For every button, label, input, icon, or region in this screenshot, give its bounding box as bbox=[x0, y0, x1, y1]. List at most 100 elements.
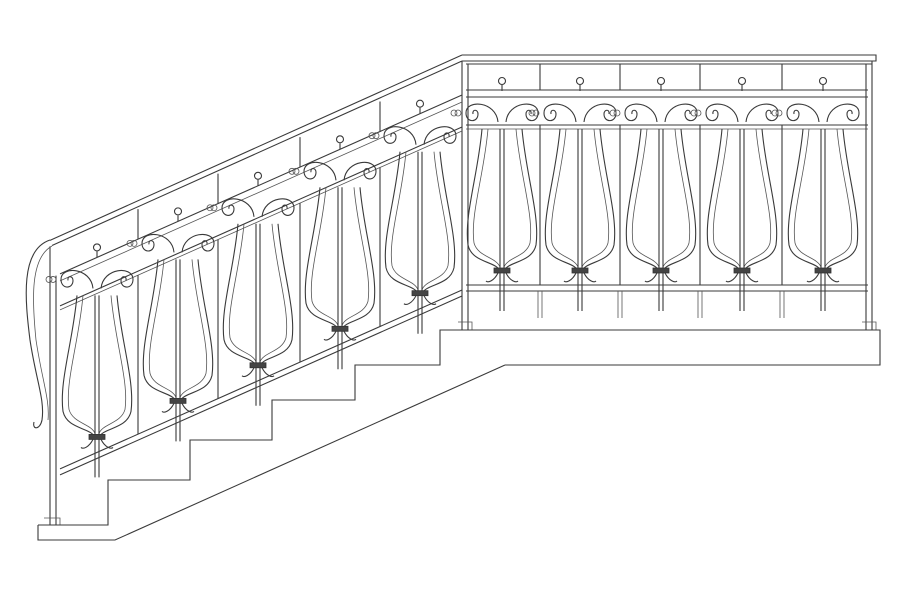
finial-ball bbox=[415, 99, 425, 108]
collar-leaves bbox=[563, 272, 597, 283]
scroll-bead bbox=[130, 239, 138, 247]
spindle-right-inner bbox=[179, 259, 208, 398]
spindle-left-inner bbox=[550, 128, 579, 268]
finial-ball bbox=[253, 171, 263, 180]
spindle-right-inner bbox=[341, 187, 370, 326]
center-bar bbox=[739, 129, 745, 311]
center-bar bbox=[417, 151, 423, 334]
spindle-right bbox=[179, 259, 214, 402]
collar-band bbox=[571, 267, 589, 274]
railing-ornaments bbox=[45, 76, 860, 478]
stair-handrail bbox=[49, 54, 463, 246]
scroll-bead bbox=[126, 239, 134, 247]
scroll-right bbox=[100, 269, 134, 289]
scroll-bead bbox=[372, 132, 380, 140]
handrail-volute-inner bbox=[33, 245, 53, 421]
collar-leaves bbox=[323, 331, 357, 341]
collar-band bbox=[88, 434, 106, 440]
spindle-right-inner bbox=[824, 128, 853, 268]
center-bar bbox=[820, 129, 826, 311]
scroll-left bbox=[221, 198, 255, 217]
collar-leaves bbox=[485, 272, 519, 283]
scroll-bead bbox=[368, 132, 376, 140]
level-panel-3 bbox=[609, 76, 698, 311]
picket-stub bbox=[697, 291, 703, 318]
spindle-left bbox=[787, 128, 822, 272]
center-bar bbox=[577, 129, 583, 311]
collar-band bbox=[411, 290, 429, 297]
scroll-left bbox=[303, 161, 337, 181]
spindle-left bbox=[142, 259, 177, 402]
finial-ball bbox=[335, 135, 345, 144]
railing-structure bbox=[25, 54, 881, 541]
scroll-bead bbox=[206, 204, 214, 212]
spindle-right-inner bbox=[581, 128, 610, 268]
scroll-bead bbox=[532, 109, 540, 117]
spindle-right bbox=[662, 128, 697, 272]
finial-ball bbox=[497, 76, 507, 86]
collar-leaves bbox=[403, 295, 437, 305]
spindle-left-inner bbox=[310, 187, 339, 326]
spindle-left-inner bbox=[712, 128, 741, 268]
scroll-right bbox=[505, 103, 539, 123]
scroll-right bbox=[261, 198, 295, 217]
stair-panel-1 bbox=[45, 243, 134, 478]
collar-band bbox=[814, 267, 832, 274]
level-panel-1 bbox=[450, 76, 539, 311]
level-panel-2 bbox=[528, 76, 617, 311]
spindle-left-inner bbox=[472, 128, 501, 268]
scroll-bead bbox=[613, 109, 621, 117]
collar-band bbox=[331, 325, 349, 332]
center-bar bbox=[658, 129, 664, 311]
collar-band bbox=[733, 267, 751, 274]
spindle-right-inner bbox=[98, 295, 127, 434]
spindle-left bbox=[466, 128, 501, 272]
scroll-right bbox=[181, 233, 215, 253]
post-bases bbox=[458, 321, 877, 330]
stair-panel-5 bbox=[368, 99, 457, 334]
collar-band bbox=[652, 267, 670, 274]
spindle-right-inner bbox=[662, 128, 691, 268]
center-bar bbox=[94, 295, 100, 478]
center-bar bbox=[499, 129, 505, 311]
scroll-right bbox=[745, 103, 779, 123]
stair-profile bbox=[38, 329, 881, 526]
finial-ball bbox=[575, 76, 585, 86]
spindle-right bbox=[824, 128, 859, 272]
scroll-bead bbox=[45, 276, 53, 283]
collar-leaves bbox=[725, 272, 759, 283]
spindle-left bbox=[706, 128, 741, 272]
finial-ball bbox=[818, 76, 828, 86]
scroll-right bbox=[664, 103, 698, 123]
stair-panel-3 bbox=[206, 171, 295, 406]
level-panel-4 bbox=[690, 76, 779, 311]
scroll-bead bbox=[450, 109, 458, 117]
scroll-left bbox=[141, 233, 175, 253]
scroll-left bbox=[543, 103, 577, 123]
level-panel-5 bbox=[771, 76, 860, 311]
stair-bottom-rail-lower bbox=[59, 295, 463, 476]
center-bar bbox=[337, 187, 343, 370]
collar-band bbox=[169, 397, 187, 404]
scroll-left bbox=[786, 103, 820, 123]
picket-stub bbox=[779, 291, 785, 318]
scroll-left bbox=[383, 126, 417, 145]
scroll-bead bbox=[454, 109, 462, 117]
stair-stringer bbox=[37, 364, 506, 541]
spindle-right bbox=[421, 151, 456, 294]
stair-end-post bbox=[49, 246, 57, 525]
spindle-right bbox=[259, 223, 294, 367]
spindle-right bbox=[503, 128, 538, 272]
spindle-right bbox=[98, 295, 133, 438]
scroll-left bbox=[465, 103, 499, 123]
spindle-left-inner bbox=[67, 295, 96, 434]
spindle-left bbox=[222, 223, 257, 367]
spindle-left bbox=[544, 128, 579, 272]
finial-ball bbox=[92, 243, 102, 252]
center-bar bbox=[255, 223, 261, 406]
center-bar bbox=[175, 259, 181, 442]
collar-band bbox=[249, 362, 267, 369]
spindle-right bbox=[341, 187, 376, 330]
collar-leaves bbox=[161, 403, 195, 413]
